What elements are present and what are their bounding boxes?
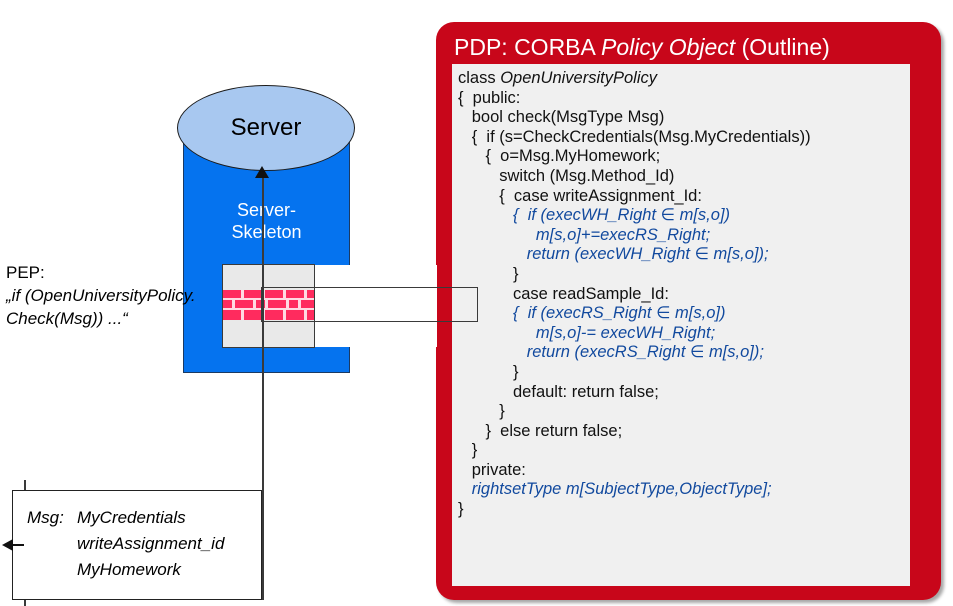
code-line: default: return false; (458, 382, 659, 401)
server-skeleton-label-line2: Skeleton (231, 221, 302, 242)
code-line: { o=Msg.MyHomework; (458, 147, 661, 166)
code-line: } (458, 441, 478, 460)
code-line: } else return false; (458, 421, 623, 440)
message-inbound-stem (10, 544, 24, 546)
code-line: } (458, 402, 505, 421)
code-keyword: class (458, 69, 501, 87)
code-line: return (execRS_Right ∈ m[s,o]); (458, 343, 764, 362)
code-line: { if (execRS_Right ∈ m[s,o]) (458, 304, 726, 323)
code-line: return (execWH_Right ∈ m[s,o]); (458, 245, 769, 264)
pep-label: PEP: (6, 263, 45, 282)
pdp-code-listing: class OpenUniversityPolicy{ public: bool… (452, 64, 910, 586)
message-field-0: MyCredentials (77, 508, 186, 527)
arrow-left-icon (2, 539, 13, 551)
code-line: private: (458, 460, 526, 479)
brick-wall-icon (223, 290, 314, 320)
code-line: } (458, 500, 464, 519)
pdp-title-emphasis: Policy Object (600, 34, 736, 60)
code-line: case readSample_Id: (458, 284, 669, 303)
pdp-title-suffix: (Outline) (735, 34, 830, 60)
message-key-label: Msg: (27, 508, 64, 527)
code-line: } (458, 362, 519, 381)
code-line: } (458, 264, 519, 283)
message-first-line: Msg: MyCredentials (27, 505, 261, 531)
pdp-panel: PDP: CORBA Policy Object (Outline) class… (436, 22, 941, 600)
pep-enforcement-block (222, 264, 315, 348)
pep-quote-line1: „if (OpenUniversityPolicy. (6, 285, 196, 305)
pep-annotation: PEP: „if (OpenUniversityPolicy. Check(Ms… (6, 262, 236, 331)
message-flow-line (262, 175, 264, 600)
code-line: { public: (458, 88, 521, 107)
code-line: m[s,o]-= execWH_Right; (458, 323, 716, 342)
pdp-title-prefix: PDP: CORBA (454, 34, 601, 60)
pep-to-pdp-connector (261, 287, 478, 322)
code-class-name: OpenUniversityPolicy (500, 69, 657, 87)
server-skeleton-label-line1: Server- (236, 200, 296, 220)
code-line: rightsetType m[SubjectType,ObjectType]; (458, 480, 772, 499)
code-line: { if (s=CheckCredentials(Msg.MyCredentia… (458, 127, 811, 146)
pdp-panel-title: PDP: CORBA Policy Object (Outline) (454, 34, 925, 61)
pep-quote-line2: Check(Msg)) ...“ (6, 308, 128, 328)
code-line: { case writeAssignment_Id: (458, 186, 702, 205)
arrow-up-icon (255, 166, 269, 178)
message-field-1: writeAssignment_id (77, 533, 225, 553)
server-cylinder-top: Server (177, 85, 355, 171)
server-skeleton-label: Server- Skeleton (183, 200, 350, 244)
code-line: switch (Msg.Method_Id) (458, 166, 675, 185)
server-label: Server (230, 114, 302, 141)
message-box: Msg: MyCredentials writeAssignment_id MyH… (12, 490, 262, 600)
code-line: class OpenUniversityPolicy (458, 69, 910, 89)
message-field-2: MyHomework (77, 559, 181, 579)
code-line: { if (execWH_Right ∈ m[s,o]) (458, 206, 731, 225)
code-line: m[s,o]+=execRS_Right; (458, 225, 711, 244)
code-line: bool check(MsgType Msg) (458, 108, 665, 127)
